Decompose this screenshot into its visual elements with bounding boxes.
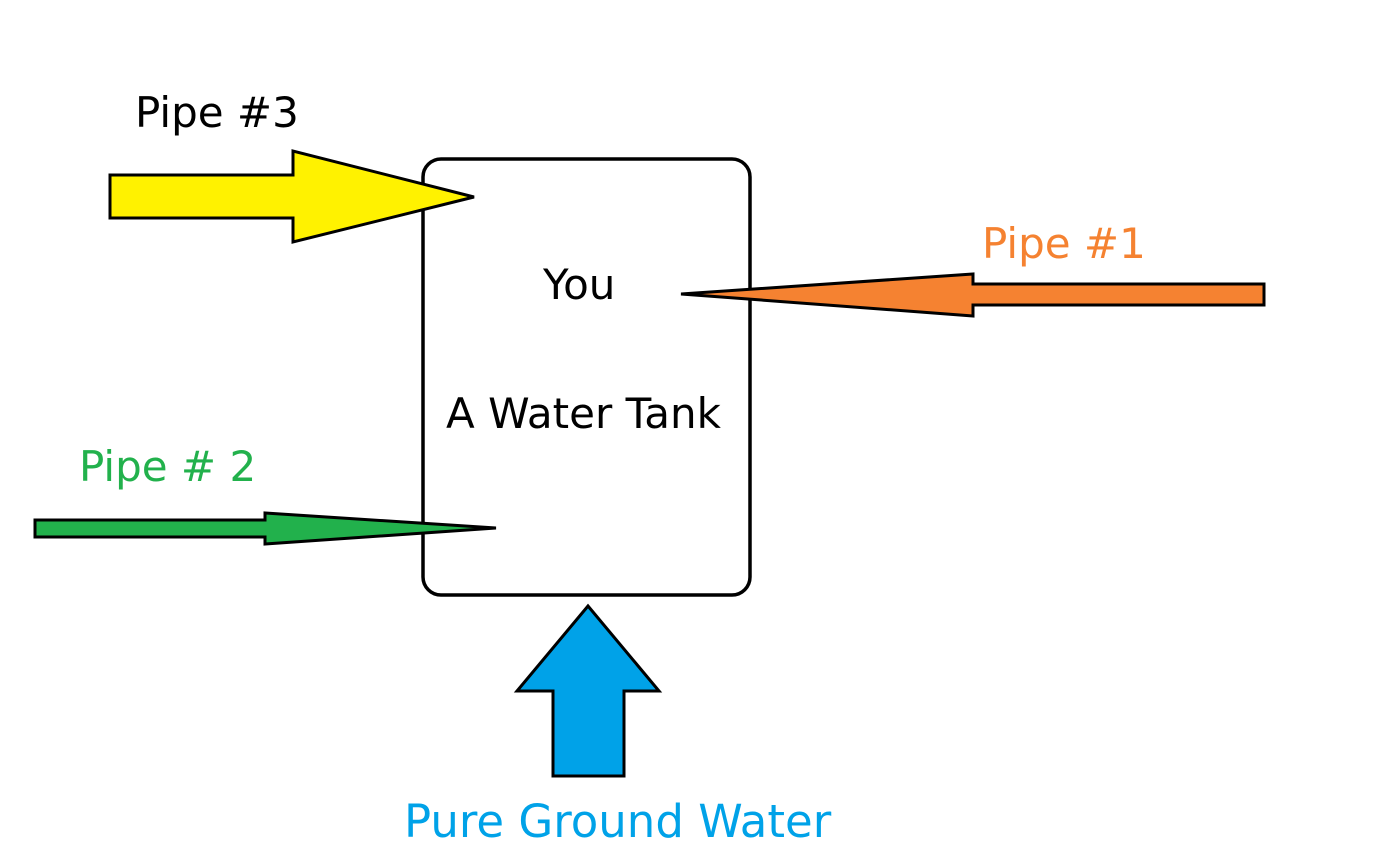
tank-you-label: You (543, 260, 616, 309)
pipe3-arrow-icon (108, 149, 475, 244)
pipe2-label: Pipe # 2 (79, 442, 257, 491)
ground-water-arrow-icon (513, 603, 663, 778)
water-tank (421, 157, 752, 597)
pipe3-label: Pipe #3 (135, 88, 299, 137)
pipe1-arrow-icon (680, 272, 1266, 318)
tank-name-label: A Water Tank (446, 389, 721, 438)
ground-water-label: Pure Ground Water (404, 795, 832, 848)
pipe1-label: Pipe #1 (982, 219, 1146, 268)
pipe2-arrow-icon (33, 511, 497, 546)
